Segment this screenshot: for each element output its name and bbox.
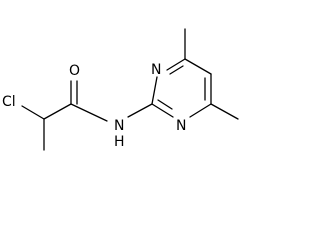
- bond-n1-c2: [151, 76, 158, 105]
- bond-c6-n1-inner: [169, 65, 184, 75]
- bond-c2-n3: [151, 103, 174, 118]
- chemical-structure: Cl O N H N N: [2, 28, 239, 151]
- bond-c5-c6: [184, 58, 212, 75]
- bond-cl-ch: [21, 105, 45, 120]
- bond-c2-n3-inner: [157, 99, 173, 110]
- atom-labels: Cl O N H N N: [2, 62, 186, 150]
- atom-ring-nitrogen-n1: N: [151, 62, 161, 78]
- atom-oxygen: O: [69, 63, 80, 79]
- atom-ring-nitrogen-n3: N: [176, 118, 186, 134]
- bond-nh-c2: [127, 103, 153, 118]
- atom-amide-hydrogen: H: [114, 134, 125, 150]
- atom-chlorine: Cl: [2, 94, 16, 110]
- bond-c4-methyl: [210, 103, 239, 120]
- bond-carbonyl-nh: [70, 103, 108, 122]
- bond-n3-c4: [189, 103, 212, 118]
- bond-ch-carbonyl: [43, 103, 72, 120]
- bonds: [21, 28, 239, 151]
- bond-c6-n1: [166, 58, 186, 71]
- atom-amide-nitrogen: N: [114, 118, 124, 134]
